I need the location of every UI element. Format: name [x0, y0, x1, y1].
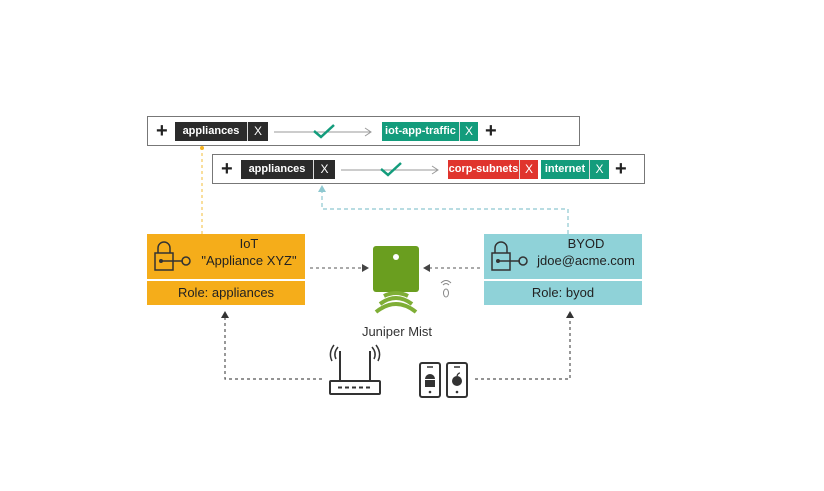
iot-client-card: IoT "Appliance XYZ" Role: appliances: [147, 234, 305, 305]
add-destination-button[interactable]: +: [615, 158, 627, 180]
destination-tag-corp-subnets[interactable]: corp-subnets: [448, 160, 519, 179]
router-to-iot-arrowhead: [221, 311, 229, 318]
remove-destination-button[interactable]: X: [589, 160, 609, 179]
remove-source-button[interactable]: X: [247, 122, 268, 141]
card-divider: [484, 279, 642, 281]
remove-destination-button[interactable]: X: [459, 122, 478, 141]
byod-policy-arrowhead: [318, 185, 326, 192]
source-tag-appliances[interactable]: appliances: [241, 160, 313, 179]
iot-policy-connector-dot: [200, 146, 204, 150]
client-type: BYOD: [567, 236, 605, 251]
destination-tag-iot-app-traffic[interactable]: iot-app-traffic: [382, 122, 459, 141]
policy-rule-1: + appliances X iot-app-traffic X +: [147, 116, 580, 146]
add-destination-button[interactable]: +: [485, 120, 497, 142]
byod-policy-connector: [321, 190, 569, 234]
mist-access-point-icon: [373, 246, 419, 314]
mist-label: Juniper Mist: [361, 324, 433, 339]
policy-rule-2: + appliances X corp-subnets X internet X…: [212, 154, 645, 184]
client-role: Role: byod: [531, 285, 595, 300]
apple-phone-icon: [446, 362, 468, 398]
lock-key-icon: [491, 241, 528, 271]
phones-to-byod-arrowhead: [566, 311, 574, 318]
source-tag-appliances[interactable]: appliances: [175, 122, 247, 141]
android-phone-icon: [419, 362, 441, 398]
client-role: Role: appliances: [177, 285, 275, 300]
byod-client-card: BYOD jdoe@acme.com Role: byod: [484, 234, 642, 305]
iot-to-mist-arrowhead: [362, 264, 369, 272]
allow-arrow-icon: [341, 162, 439, 177]
wireless-router-icon: [329, 344, 381, 395]
destination-tag-internet[interactable]: internet: [541, 160, 589, 179]
remove-destination-button[interactable]: X: [519, 160, 538, 179]
add-source-button[interactable]: +: [221, 158, 233, 180]
card-divider: [147, 279, 305, 281]
client-type: IoT: [239, 236, 259, 251]
add-source-button[interactable]: +: [156, 120, 168, 142]
phones-to-byod-line: [475, 318, 571, 380]
client-name: jdoe@acme.com: [537, 253, 635, 268]
router-to-iot-line: [224, 318, 322, 380]
byod-to-mist-arrowhead: [423, 264, 430, 272]
allow-arrow-icon: [274, 124, 372, 139]
client-name: "Appliance XYZ": [201, 253, 297, 268]
wifi-signal-icon: [440, 280, 452, 298]
remove-source-button[interactable]: X: [313, 160, 335, 179]
lock-key-icon: [154, 241, 191, 271]
